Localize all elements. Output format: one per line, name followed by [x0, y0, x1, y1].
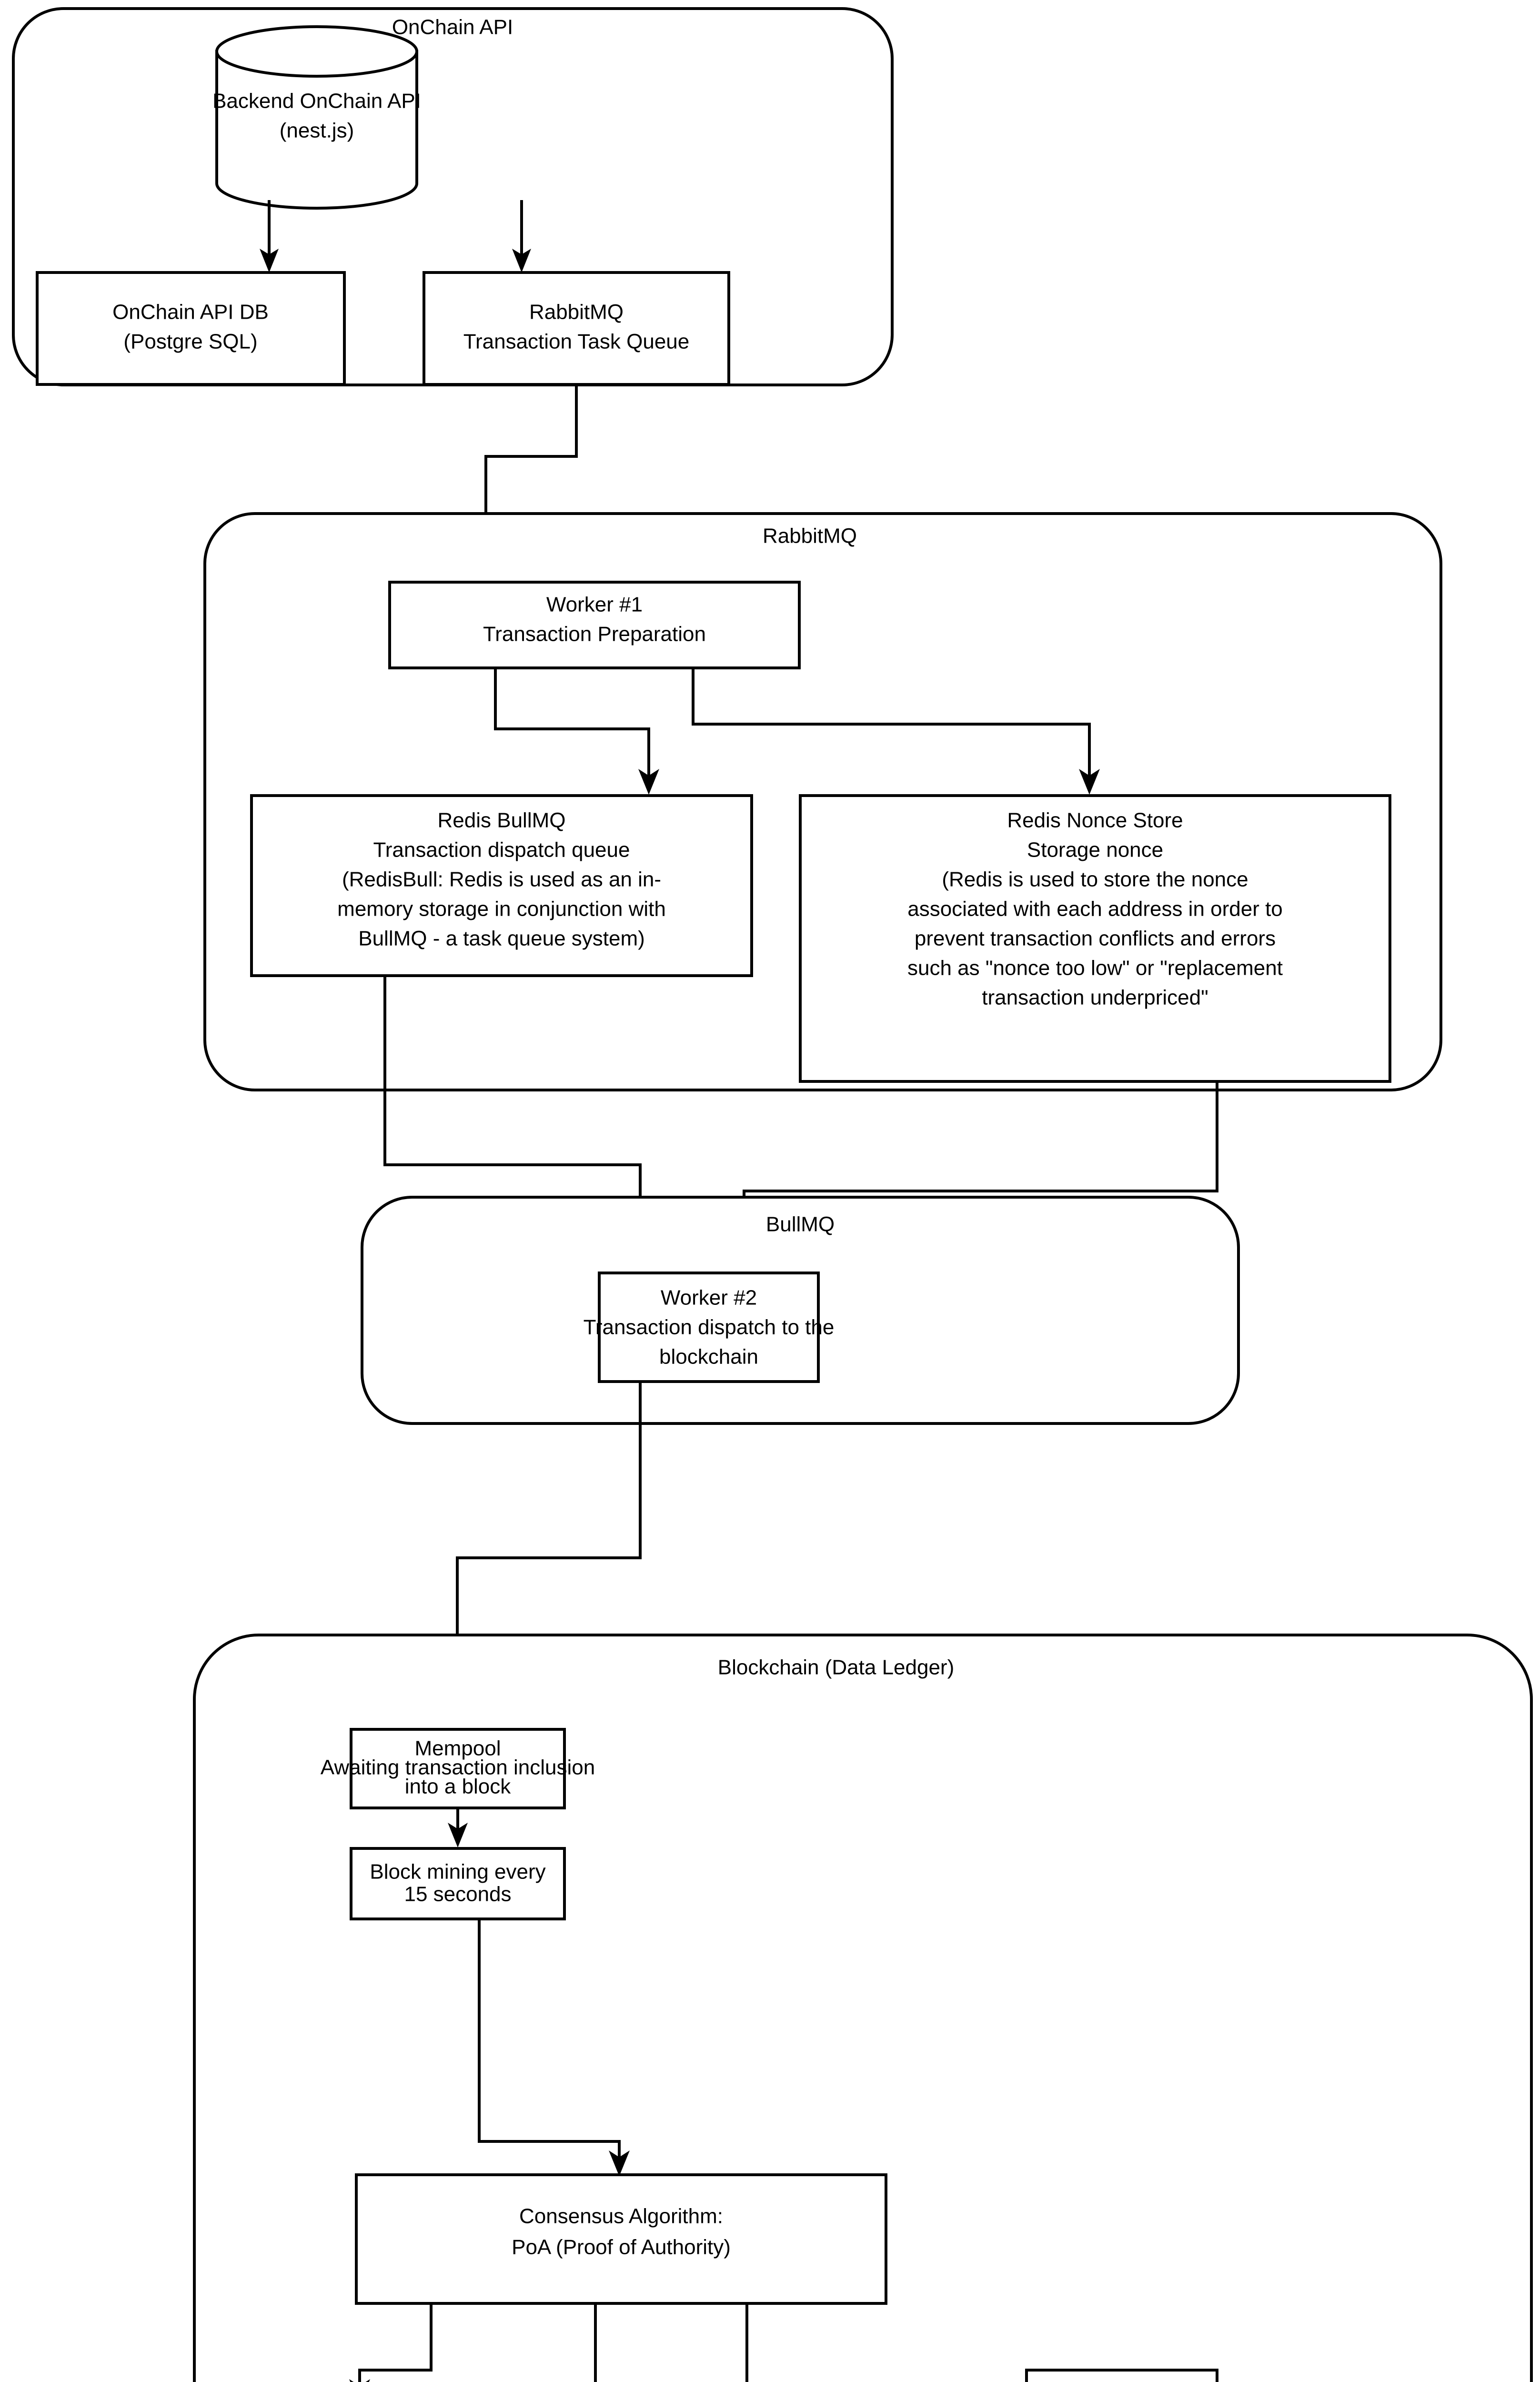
edge-mempool-to-blockmining-arrowhead	[448, 1823, 468, 1847]
node-validator-right	[1025, 2369, 1218, 2382]
node-worker-1	[388, 581, 801, 669]
node-worker-2	[598, 1272, 820, 1383]
group-label-bullmq: BullMQ	[766, 1213, 835, 1236]
redis-bullmq-line3: (RedisBull: Redis is used as an in-	[342, 868, 661, 891]
edge-backend-to-apidb-arrowhead	[260, 249, 279, 273]
rabbitmq-task-queue-line2: Transaction Task Queue	[463, 330, 689, 353]
node-redis-bullmq	[250, 794, 753, 977]
backend-api-label-line1: Backend OnChain API	[212, 90, 421, 113]
edge-consensus-to-node-left	[358, 2303, 433, 2382]
worker-1-line1: Worker #1	[546, 593, 643, 616]
worker-2-line1: Worker #2	[661, 1286, 757, 1310]
redis-nonce-line3: (Redis is used to store the nonce	[942, 868, 1248, 891]
worker-2-line3: blockchain	[659, 1345, 758, 1369]
edge-blockmining-to-consensus	[478, 1919, 621, 2160]
mempool-line2: Awaiting transaction inclusion	[321, 1756, 595, 1779]
block-mining-line2: 15 seconds	[404, 1883, 511, 1906]
edge-queue-to-worker1	[484, 384, 578, 567]
redis-nonce-line7: transaction underpriced"	[982, 986, 1208, 1009]
consensus-line1: Consensus Algorithm:	[519, 2205, 723, 2228]
group-label-rabbitmq: RabbitMQ	[763, 525, 857, 548]
node-mempool	[350, 1728, 566, 1809]
node-block-mining	[350, 1847, 566, 1920]
edge-worker1-to-redis-bullmq	[494, 668, 650, 779]
worker-1-line2: Transaction Preparation	[483, 623, 706, 646]
node-rabbitmq-task-queue	[423, 271, 730, 386]
rabbitmq-task-queue-line1: RabbitMQ	[529, 301, 624, 324]
edge-worker1-to-redis-nonce-arrowhead	[1079, 769, 1100, 795]
database-cylinder-top	[215, 25, 418, 78]
redis-nonce-line4: associated with each address in order to	[907, 898, 1283, 921]
edge-consensus-to-node-left-arrowhead	[349, 2379, 370, 2382]
group-label-blockchain: Blockchain (Data Ledger)	[718, 1656, 954, 1679]
redis-nonce-line1: Redis Nonce Store	[1007, 809, 1183, 832]
mempool-line1: Mempool	[415, 1737, 501, 1760]
edge-worker1-to-redis-bullmq-arrowhead	[638, 769, 659, 795]
redis-nonce-line2: Storage nonce	[1027, 838, 1163, 862]
node-consensus-algorithm	[355, 2173, 887, 2305]
database-cylinder-shape	[215, 50, 418, 210]
redis-bullmq-line2: Transaction dispatch queue	[373, 838, 630, 862]
onchain-api-db-line2: (Postgre SQL)	[123, 330, 257, 353]
mempool-line3: into a block	[405, 1775, 512, 1798]
redis-bullmq-line4: memory storage in conjunction with	[337, 898, 666, 921]
onchain-api-db-line1: OnChain API DB	[112, 301, 269, 324]
edge-consensus-to-node-right	[745, 2303, 748, 2382]
node-redis-nonce-store	[799, 794, 1391, 1083]
node-onchain-api-db	[36, 271, 346, 386]
edge-consensus-to-node-bottom	[594, 2303, 597, 2382]
edge-blockmining-to-consensus-arrowhead	[609, 2150, 630, 2176]
redis-bullmq-line5: BullMQ - a task queue system)	[358, 927, 645, 950]
consensus-line2: PoA (Proof of Authority)	[512, 2236, 731, 2259]
redis-nonce-line5: prevent transaction conflicts and errors	[915, 927, 1276, 950]
edge-worker1-to-redis-nonce	[692, 668, 1091, 779]
redis-nonce-line6: such as "nonce too low" or "replacement	[907, 957, 1283, 980]
backend-api-label-line2: (nest.js)	[280, 119, 354, 142]
redis-bullmq-line1: Redis BullMQ	[438, 809, 566, 832]
worker-2-line2: Transaction dispatch to the	[584, 1316, 835, 1339]
group-label-onchain-api: OnChain API	[392, 16, 513, 39]
edge-backend-to-rabbitqueue-arrowhead	[512, 249, 531, 273]
block-mining-line1: Block mining every	[370, 1860, 545, 1884]
